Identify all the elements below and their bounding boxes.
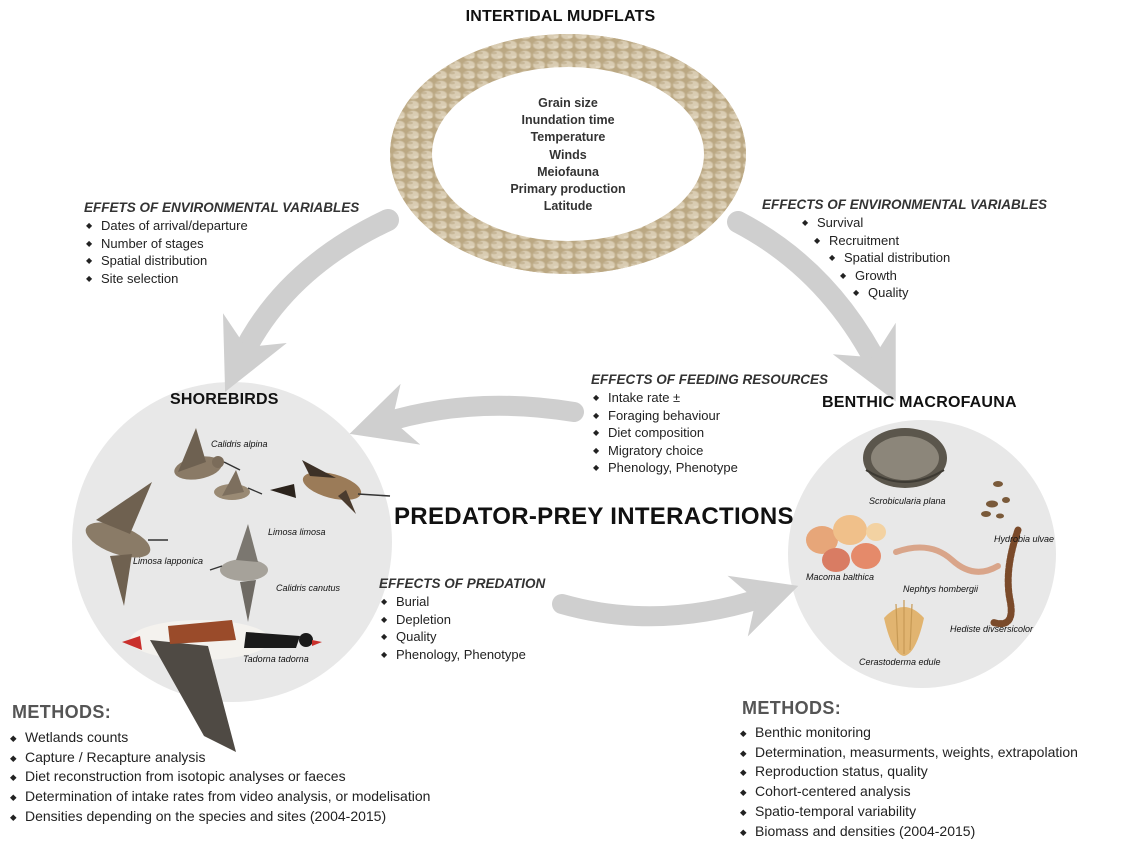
organism-hediste-diversicolor	[988, 526, 1022, 628]
mudflat-variable: Meiofauna	[537, 164, 599, 179]
predation-block: EFFECTS OF PREDATION Burial Depletion Qu…	[379, 576, 545, 663]
bird-small-dunlin	[214, 470, 263, 500]
list-item: Intake rate ±	[591, 389, 828, 407]
list-item: Spatial distribution	[827, 249, 1047, 267]
list-item: Reproduction status, quality	[738, 762, 1078, 782]
predation-heading: EFFECTS OF PREDATION	[379, 576, 546, 591]
bird-tadorna-tadorna	[122, 620, 322, 752]
shorebirds-title: SHOREBIRDS	[170, 391, 279, 408]
mudflats-title: INTERTIDAL MUDFLATS	[465, 8, 656, 25]
center-title: PREDATOR-PREY INTERACTIONS	[394, 503, 794, 530]
mudflat-variable: Latitude	[543, 199, 593, 214]
arrow-benthic-to-shorebirds	[349, 383, 584, 445]
methods-right-list: Benthic monitoring Determination, measur…	[738, 723, 1078, 842]
organism-macoma-balthica	[806, 515, 886, 572]
bird-limosa-lapponica	[85, 482, 168, 606]
bird-limosa-limosa	[270, 460, 391, 514]
organism-hydrobia-ulvae	[981, 481, 1010, 519]
list-item: Dates of arrival/departure	[84, 217, 359, 235]
arrow-shorebirds-to-benthic	[552, 575, 799, 637]
organism-cerastoderma-edule	[884, 600, 924, 656]
shorebirds-circle	[72, 382, 392, 702]
list-item: Recruitment	[812, 232, 1047, 250]
benthic-title: BENTHIC MACROFAUNA	[822, 394, 1017, 411]
list-item: Wetlands counts	[8, 728, 430, 748]
list-item: Biomass and densities (2004-2015)	[738, 822, 1078, 842]
species-label: Limosa lapponica	[133, 556, 204, 566]
mudflat-variable: Inundation time	[521, 113, 615, 128]
species-label: Nephtys hombergii	[903, 584, 979, 594]
mudflat-variable: Temperature	[530, 130, 606, 145]
list-item: Determination of intake rates from video…	[8, 787, 430, 807]
list-item: Burial	[379, 593, 545, 611]
list-item: Quality	[851, 284, 1047, 302]
list-item: Determination, measurments, weights, ext…	[738, 743, 1078, 763]
feeding-heading: EFFECTS OF FEEDING RESOURCES	[591, 372, 829, 387]
mudflats-variable-list: Grain size Inundation time Temperature W…	[468, 95, 668, 215]
list-item: Phenology, Phenotype	[379, 646, 545, 664]
list-item: Diet composition	[591, 424, 828, 442]
list-item: Densities depending on the species and s…	[8, 807, 430, 827]
list-item: Site selection	[84, 270, 359, 288]
list-item: Growth	[838, 267, 1047, 285]
mudflat-variable: Primary production	[510, 182, 626, 197]
list-item: Migratory choice	[591, 442, 828, 460]
mudflat-variable: Grain size	[538, 96, 598, 110]
list-item: Depletion	[379, 611, 545, 629]
env-benthic-heading: EFFECTS OF ENVIRONMENTAL VARIABLES	[762, 197, 1048, 212]
env-shorebirds-list: Dates of arrival/departure Number of sta…	[84, 217, 359, 287]
organism-scrobicularia-plana	[863, 428, 947, 488]
methods-left-block: METHODS: Wetlands counts Capture / Recap…	[8, 702, 430, 827]
mudflat-ring	[390, 34, 746, 274]
list-item: Phenology, Phenotype	[591, 459, 828, 477]
env-shorebirds-block: EFFETS OF ENVIRONMENTAL VARIABLES Dates …	[84, 200, 359, 287]
species-label: Calidris canutus	[276, 583, 341, 593]
list-item: Spatio-temporal variability	[738, 802, 1078, 822]
species-label: Hydrobia ulvae	[994, 534, 1055, 544]
list-item: Benthic monitoring	[738, 723, 1078, 743]
organism-nephtys-hombergii	[893, 544, 1001, 575]
list-item: Survival	[800, 214, 1047, 232]
list-item: Foraging behaviour	[591, 407, 828, 425]
list-item: Spatial distribution	[84, 252, 359, 270]
list-item: Quality	[379, 628, 545, 646]
bird-calidris-canutus	[209, 524, 268, 622]
species-label: Calidris alpina	[211, 439, 268, 449]
benthic-circle	[788, 420, 1056, 688]
predation-list: Burial Depletion Quality Phenology, Phen…	[379, 593, 545, 663]
env-shorebirds-heading: EFFETS OF ENVIRONMENTAL VARIABLES	[84, 200, 360, 215]
list-item: Capture / Recapture analysis	[8, 748, 430, 768]
species-label: Scrobicularia plana	[869, 496, 946, 506]
mudflat-variable: Winds	[549, 147, 587, 162]
list-item: Diet reconstruction from isotopic analys…	[8, 767, 430, 787]
bird-calidris-alpina	[174, 428, 241, 480]
species-label: Cerastoderma edule	[859, 657, 941, 667]
species-label: Macoma balthica	[806, 572, 875, 582]
species-label: Limosa limosa	[268, 527, 326, 537]
feeding-list: Intake rate ± Foraging behaviour Diet co…	[591, 389, 828, 477]
species-label: Tadorna tadorna	[243, 654, 309, 664]
list-item: Cohort-centered analysis	[738, 782, 1078, 802]
env-benthic-list: Survival Recruitment Spatial distributio…	[800, 214, 1047, 302]
feeding-block: EFFECTS OF FEEDING RESOURCES Intake rate…	[591, 372, 828, 477]
methods-right-heading: METHODS:	[742, 698, 842, 718]
species-label: Hediste divsersicolor	[950, 624, 1034, 634]
arrow-mudflat-to-benthic	[727, 211, 896, 402]
methods-left-heading: METHODS:	[12, 702, 112, 722]
methods-left-list: Wetlands counts Capture / Recapture anal…	[8, 728, 430, 827]
methods-right-block: METHODS: Benthic monitoring Determinatio…	[738, 698, 1078, 842]
env-benthic-block: EFFECTS OF ENVIRONMENTAL VARIABLES Survi…	[762, 197, 1047, 302]
list-item: Number of stages	[84, 235, 359, 253]
